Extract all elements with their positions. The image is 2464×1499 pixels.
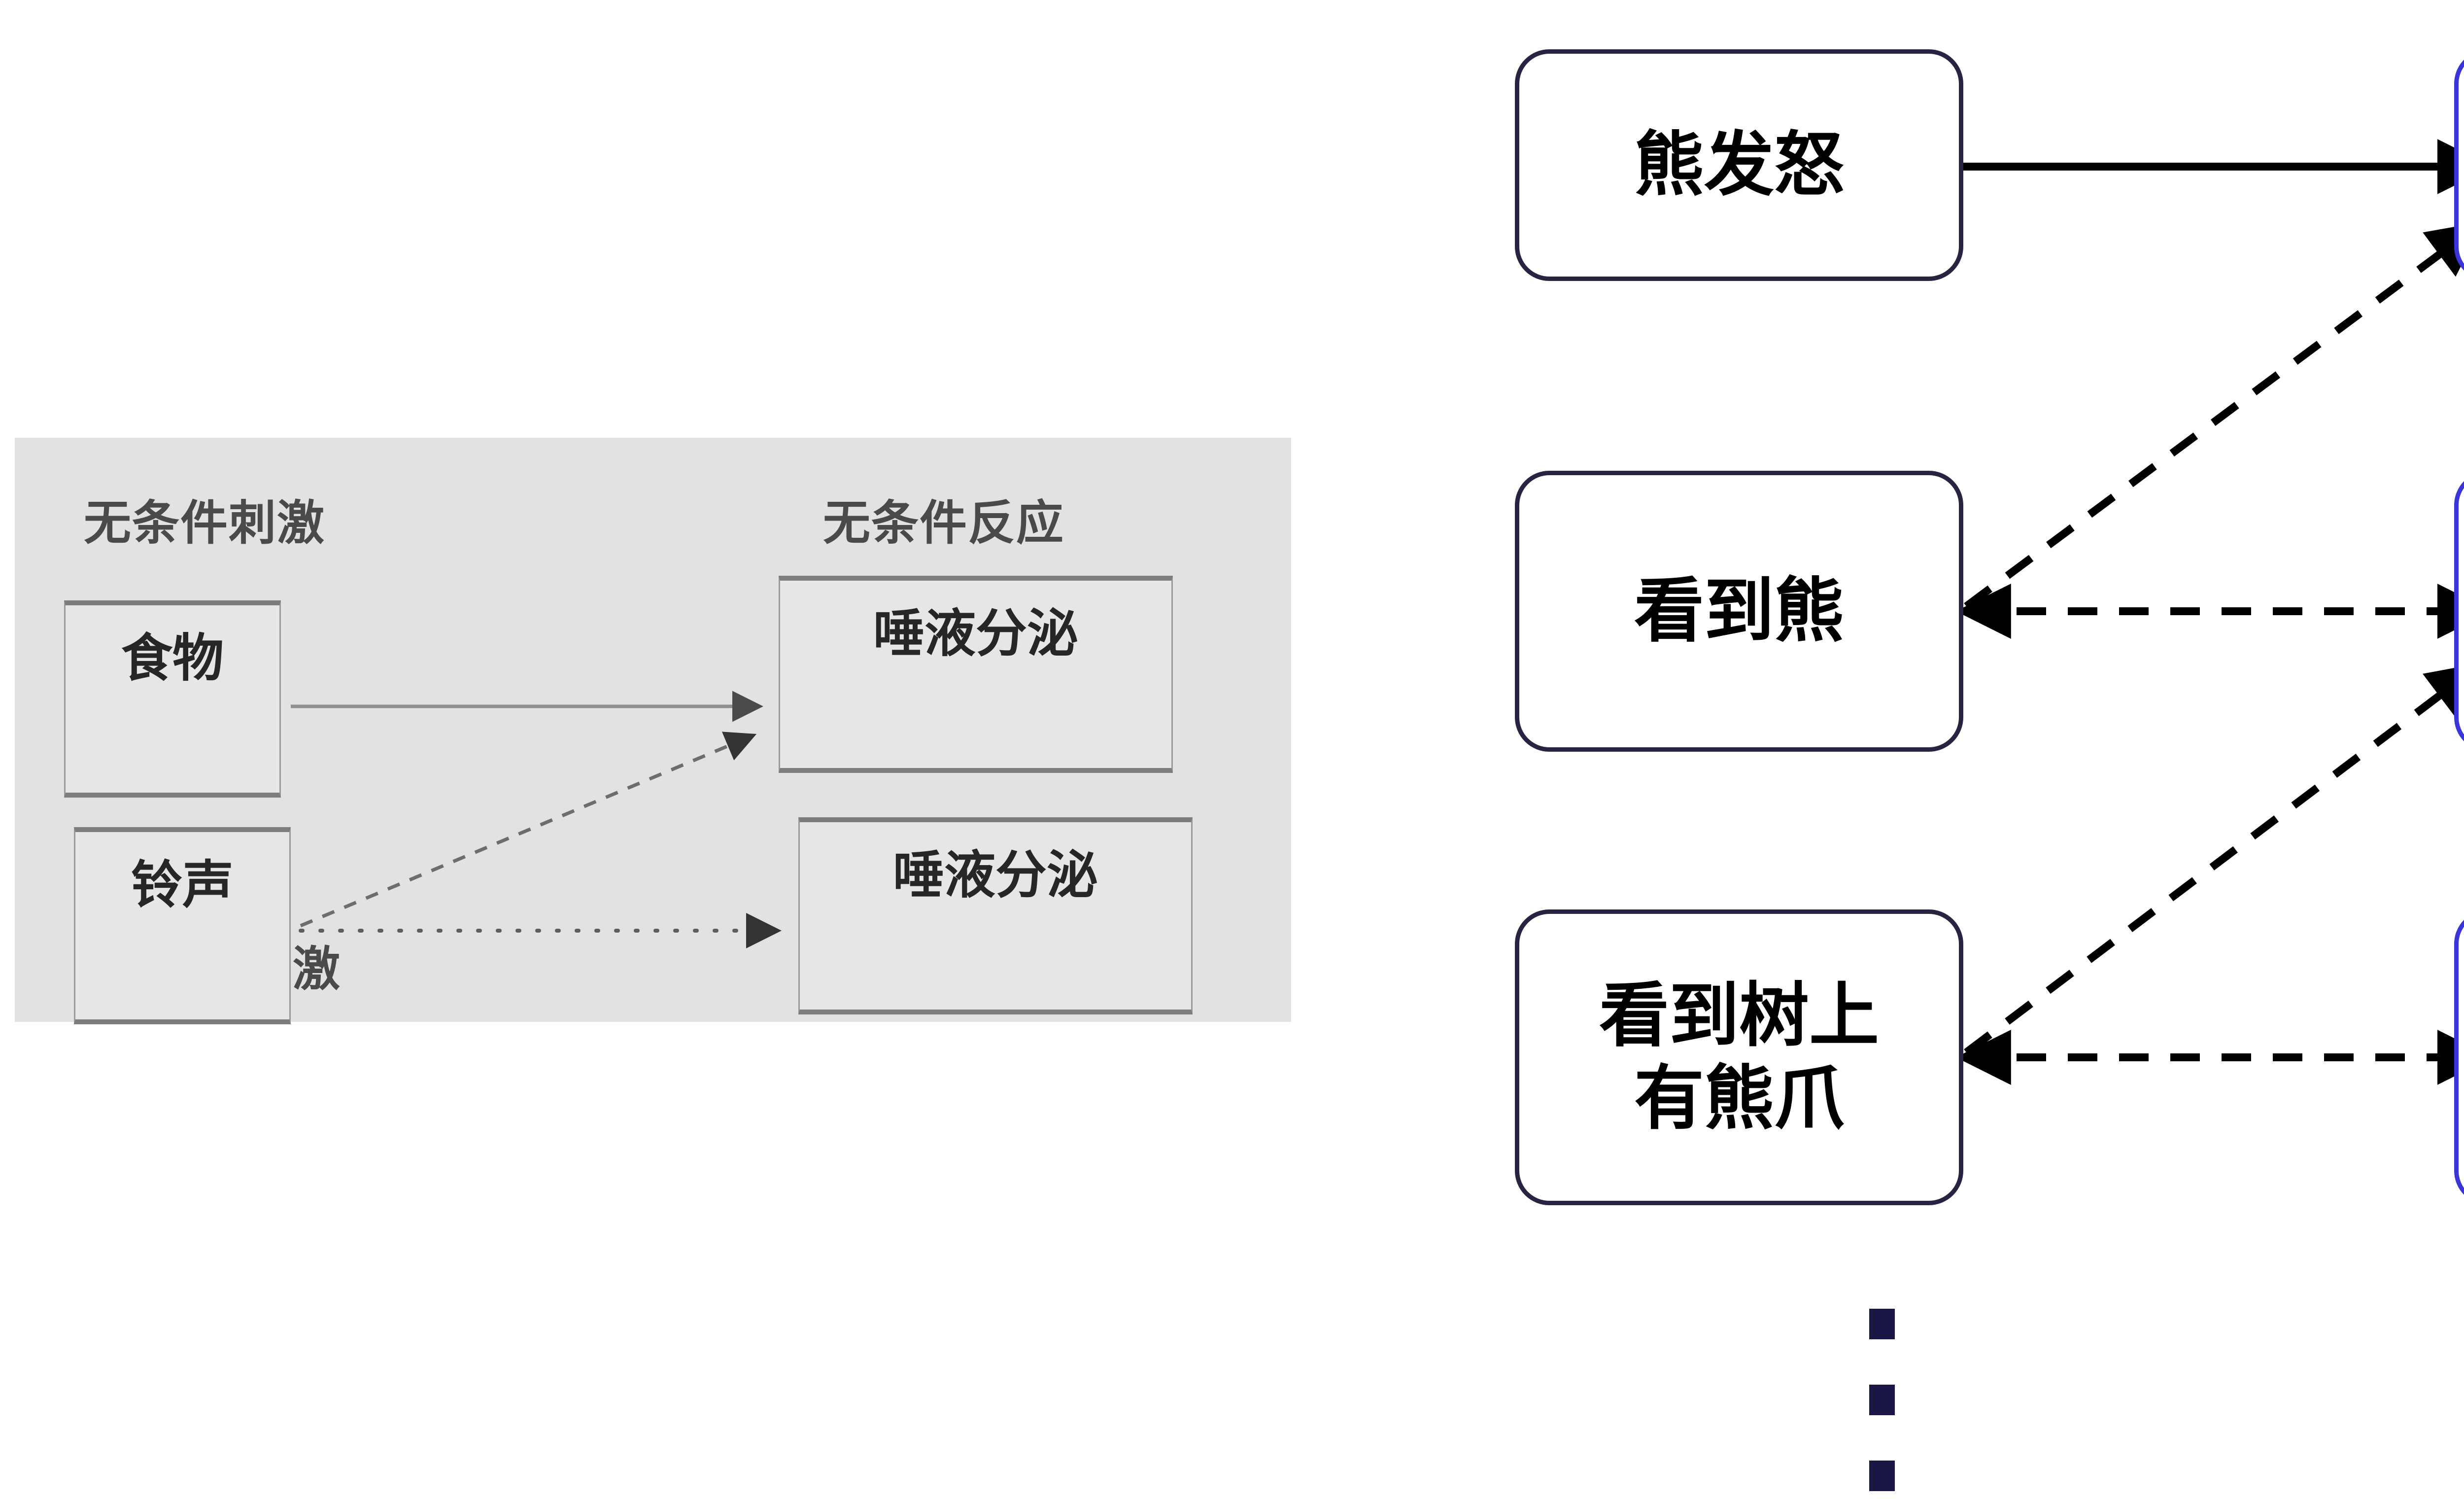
ellipsis-dot xyxy=(1869,1385,1895,1415)
td-learning-panel: 熊发怒 看到熊 看到树上 有熊爪 奖励 V(s′) V(s) xyxy=(1469,0,2464,1499)
classical-conditioning-panel: 无条件刺激 无条件反应 条件刺激 条件反应 食物 铃声 唾液分泌 唾液分泌 xyxy=(15,438,1291,1024)
rl-box-reward[interactable]: 奖励 xyxy=(2454,49,2464,281)
rl-box-v-s-prime[interactable]: V(s′) xyxy=(2454,471,2464,752)
pavlov-box-food: 食物 xyxy=(64,600,281,798)
ellipsis-dot xyxy=(1869,1461,1895,1491)
rl-box-bear-angry[interactable]: 熊发怒 xyxy=(1515,49,1963,281)
rl-box-see-claw[interactable]: 看到树上 有熊爪 xyxy=(1515,909,1963,1205)
rl-box-bear-angry-label: 熊发怒 xyxy=(1634,124,1844,206)
label-unconditioned-stimulus: 无条件刺激 xyxy=(84,495,325,551)
rl-edge-see-claw-to-v-s-prime xyxy=(1964,662,2464,1056)
rl-box-see-claw-label: 看到树上 有熊爪 xyxy=(1599,975,1879,1139)
rl-box-see-bear[interactable]: 看到熊 xyxy=(1515,471,1963,752)
pavlov-box-bell-label: 铃声 xyxy=(131,855,234,915)
pavlov-box-food-label: 食物 xyxy=(121,628,224,688)
pavlov-edge-bell-to-salivation-top xyxy=(300,732,757,928)
pavlov-edges-layer xyxy=(291,691,782,948)
pavlov-box-salivation-bottom-label: 唾液分泌 xyxy=(892,845,1098,905)
rl-box-see-bear-label: 看到熊 xyxy=(1634,570,1844,652)
pavlov-box-salivation-top: 唾液分泌 xyxy=(779,576,1173,773)
rl-edge-see-bear-to-reward xyxy=(1964,221,2464,610)
rl-box-v-s[interactable]: V(s) xyxy=(2454,909,2464,1205)
pavlov-box-bell: 铃声 xyxy=(74,827,291,1024)
pavlov-box-salivation-bottom: 唾液分泌 xyxy=(798,817,1193,1014)
pavlov-box-salivation-top-label: 唾液分泌 xyxy=(873,603,1078,663)
ellipsis-dot xyxy=(1869,1309,1895,1339)
label-unconditioned-response: 无条件反应 xyxy=(823,495,1064,551)
left-column-ellipsis-icon xyxy=(1869,1309,1895,1491)
